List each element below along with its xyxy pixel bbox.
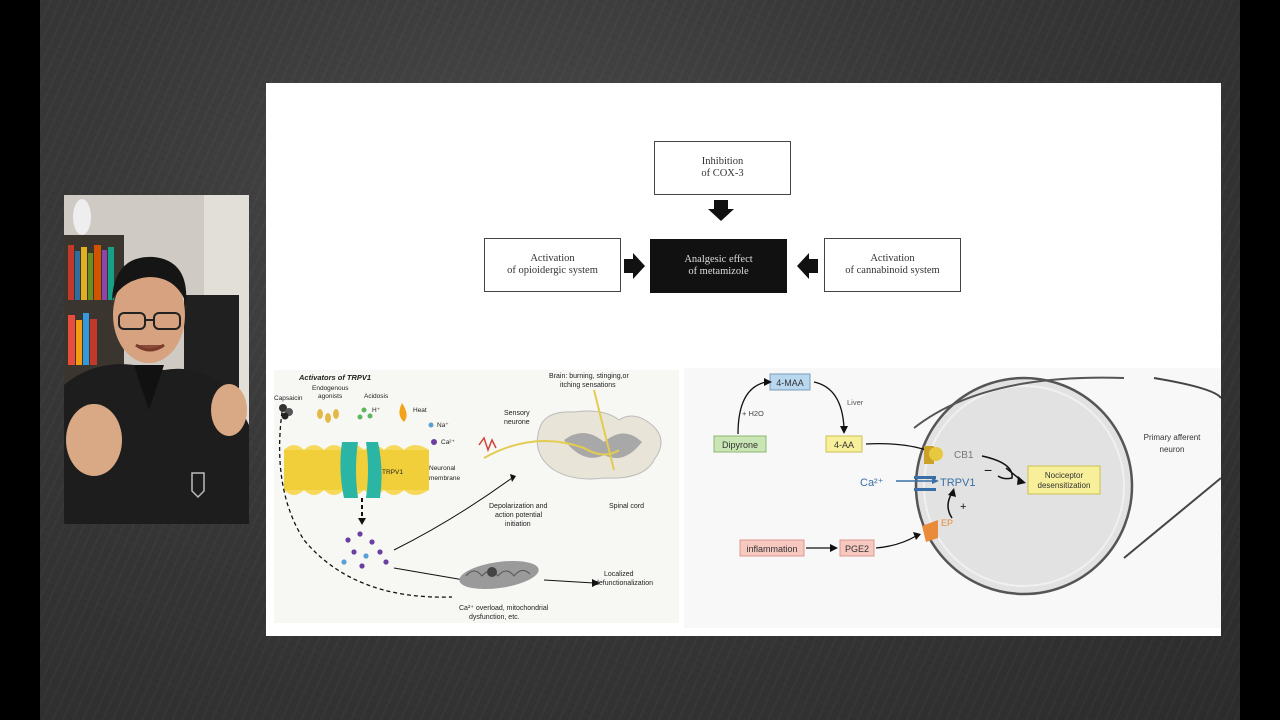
left-arrow-icon <box>797 253 818 279</box>
cannabinoid-activation-box: Activation of cannabinoid system <box>824 238 961 292</box>
calcium-ion-icon <box>431 439 437 445</box>
cox3-inhibition-box: Inhibition of COX-3 <box>654 141 791 195</box>
trpv1-figure-title: Activators of TRPV1 <box>298 373 371 382</box>
depolarization-line1: Depolarization and <box>489 503 547 510</box>
endogenous-label: Endogenous <box>312 385 349 392</box>
spinal-cord-icon <box>536 410 662 480</box>
inflammation-box <box>739 539 805 557</box>
dipyrone-box <box>713 435 767 453</box>
capsaicin-molecule-icon <box>279 404 293 420</box>
cb1-label: CB1 <box>954 450 974 461</box>
cb1-receptor-icon <box>924 446 943 464</box>
trpv1-label: TRPV1 <box>940 477 975 489</box>
dipyrone-label: Dipyrone <box>722 440 758 450</box>
4-maa-label: 4-MAA <box>776 378 804 388</box>
brain-label-line1: Brain: burning, stinging,or <box>549 373 629 380</box>
primary-afferent-label-line1: Primary afferent <box>1144 433 1202 442</box>
depolarization-line2: action potential <box>495 512 543 519</box>
ep-receptor-icon <box>922 520 938 542</box>
heat-flame-icon <box>399 403 407 422</box>
nociceptor-label-line1: Nociceptor <box>1045 471 1084 480</box>
neuron-cell-body <box>914 376 1134 596</box>
ep-label: EP <box>941 518 953 528</box>
influx-ions <box>341 531 389 569</box>
sensory-label-line2: neurone <box>504 419 530 426</box>
localized-label: Localized <box>604 571 634 578</box>
agonist-drops-icon <box>317 409 339 423</box>
pge2-label: PGE2 <box>845 544 869 554</box>
right-arrow-icon <box>624 253 645 279</box>
heat-label: Heat <box>413 407 427 414</box>
h2o-label: + H2O <box>742 409 764 418</box>
calcium-ion-label: Ca²⁺ <box>860 477 884 489</box>
4-aa-label: 4-AA <box>834 440 854 450</box>
presenter-video-frame <box>64 195 249 524</box>
trpv1-activators-figure: Activators of TRPV1 Capsaicin Endogenous… <box>274 370 679 623</box>
analgesic-effect-box: Analgesic effect of metamizole <box>650 239 787 293</box>
agonists-label: agonists <box>318 393 343 400</box>
defunctionalization-label: defunctionalization <box>595 580 653 587</box>
proton-dots-icon <box>357 407 373 420</box>
flowchart-arrows <box>624 200 818 279</box>
lecture-slide: Inhibition of COX-3 Activation of opioid… <box>266 83 1221 636</box>
down-arrow-icon <box>708 200 734 221</box>
membrane-label: membrane <box>429 475 460 482</box>
brain-label-line2: itching sensations <box>560 382 616 389</box>
action-potential-icon <box>478 436 497 453</box>
metamizole-pathway-figure: 4-MAA Dipyrone 4-AA + H2O Liver CB1 Ca²⁺… <box>684 368 1221 628</box>
depolarization-line3: initiation <box>505 521 531 528</box>
capsaicin-label: Capsaicin <box>274 395 303 402</box>
trpv1-channel-icon <box>914 476 936 491</box>
minus-sign: − <box>984 462 992 478</box>
presenter-webcam <box>64 195 249 524</box>
acidosis-label: Acidosis <box>364 393 389 400</box>
mitochondrion-icon <box>459 560 539 590</box>
liver-label: Liver <box>847 398 864 407</box>
inflammation-label: inflammation <box>746 544 797 554</box>
overload-label-line1: Ca²⁺ overload, mitochondrial <box>459 605 549 612</box>
nociceptor-box <box>1027 465 1101 495</box>
sensory-neurone-path <box>483 439 620 459</box>
overload-label-line2: dysfunction, etc. <box>469 614 520 621</box>
calcium-label: Ca²⁺ <box>441 439 455 446</box>
sodium-ion-icon <box>428 422 434 428</box>
nociceptor-label-line2: desensitization <box>1038 481 1091 490</box>
4-aa-box <box>825 435 863 453</box>
pge2-box <box>839 539 875 557</box>
primary-afferent-label-line2: neuron <box>1160 445 1185 454</box>
sodium-label: Na⁺ <box>437 422 449 429</box>
trpv1-channel-icon <box>340 442 382 498</box>
trpv1-channel-label: TRPV1 <box>382 469 403 476</box>
h-plus-label: H⁺ <box>372 407 381 414</box>
spinal-cord-label: Spinal cord <box>609 503 644 510</box>
plus-sign: + <box>960 501 966 513</box>
sensory-label-line1: Sensory <box>504 410 530 417</box>
neuronal-label: Neuronal <box>429 465 456 472</box>
opioidergic-activation-box: Activation of opioidergic system <box>484 238 621 292</box>
